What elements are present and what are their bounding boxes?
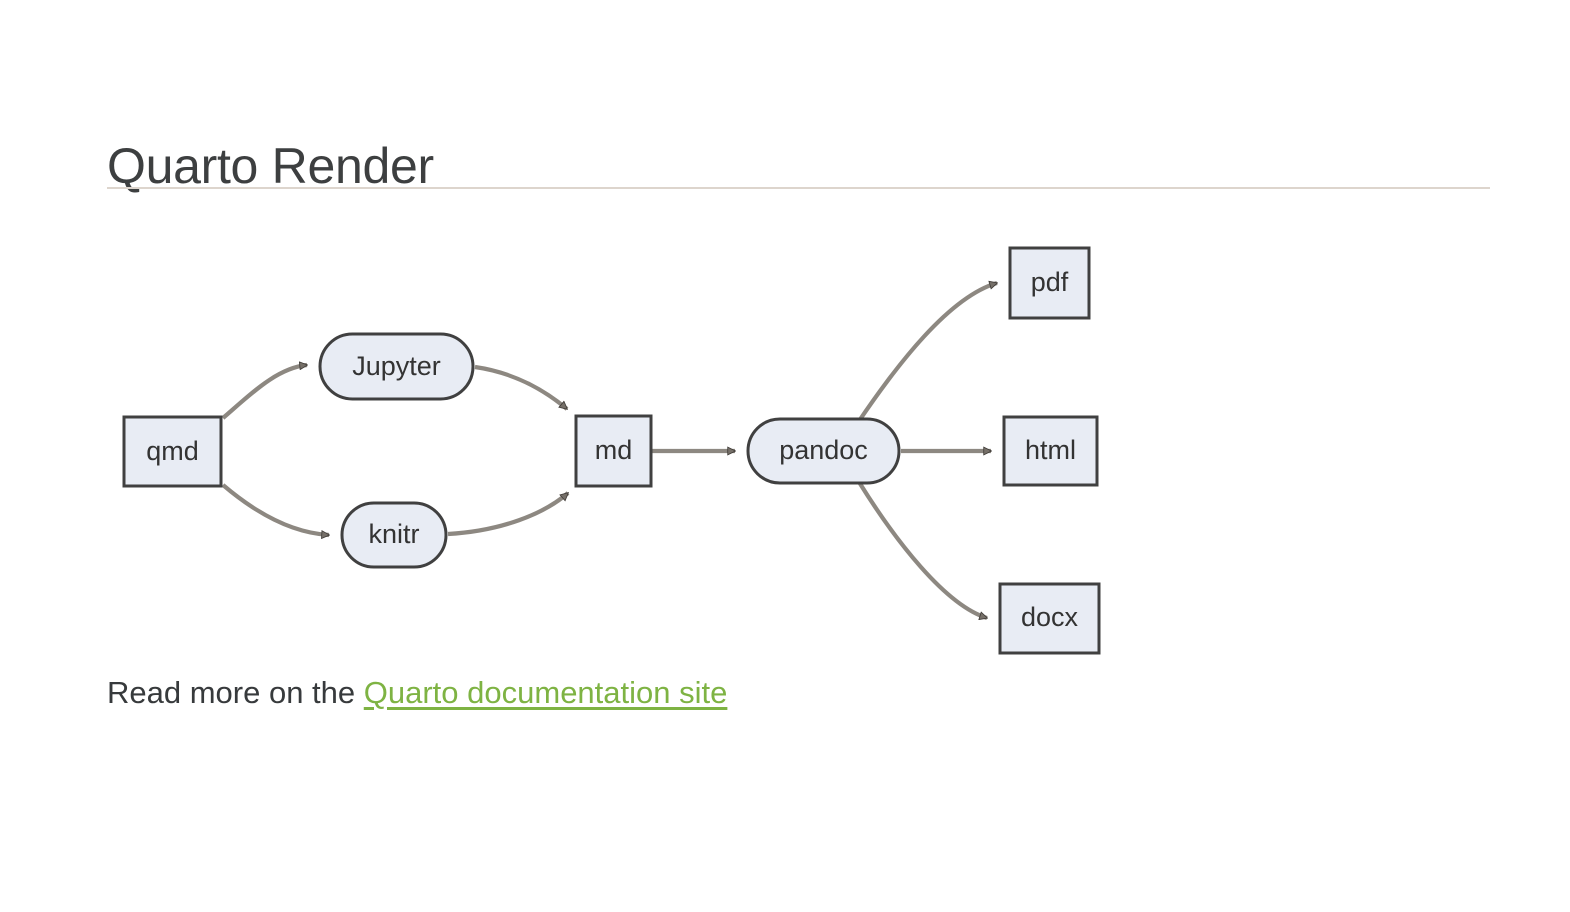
title-divider: [107, 187, 1490, 189]
node-html-label: html: [1025, 435, 1076, 465]
flowchart-nodes: qmd Jupyter knitr md pandoc: [122, 246, 1101, 655]
node-jupyter-shape: [318, 332, 475, 401]
node-docx-label: docx: [1021, 602, 1079, 632]
node-pdf[interactable]: pdf: [1008, 246, 1091, 320]
footer-paragraph: Read more on the Quarto documentation si…: [107, 671, 727, 714]
node-knitr-shape: [340, 501, 448, 569]
node-pandoc-shape: [746, 417, 901, 485]
quarto-render-flowchart: qmd Jupyter knitr md pandoc: [107, 225, 1167, 655]
node-md[interactable]: md: [574, 414, 653, 488]
page-title: Quarto Render: [107, 137, 434, 194]
node-qmd-shape: [122, 415, 223, 488]
node-docx-shape: [998, 582, 1101, 655]
node-html-shape: [1002, 415, 1099, 487]
footer-prefix-text: Read more on the: [107, 675, 364, 710]
node-html[interactable]: html: [1002, 415, 1099, 487]
flowchart-svg: qmd Jupyter knitr md pandoc: [122, 246, 1101, 655]
edge-pandoc-docx: [857, 480, 987, 618]
node-knitr-label: knitr: [368, 519, 419, 549]
edge-qmd-knitr: [221, 483, 329, 535]
edge-qmd-jupyter: [221, 365, 307, 420]
node-qmd-label: qmd: [146, 436, 199, 466]
quarto-documentation-link[interactable]: Quarto documentation site: [363, 675, 728, 710]
edge-pandoc-pdf: [857, 283, 997, 423]
node-md-label: md: [595, 435, 633, 465]
node-pdf-label: pdf: [1031, 267, 1069, 297]
node-pandoc[interactable]: pandoc: [746, 417, 901, 485]
node-md-shape: [574, 414, 653, 488]
node-qmd[interactable]: qmd: [122, 415, 223, 488]
node-pandoc-label: pandoc: [779, 435, 868, 465]
node-pdf-shape: [1008, 246, 1091, 320]
node-jupyter-label: Jupyter: [352, 351, 441, 381]
node-docx[interactable]: docx: [998, 582, 1101, 655]
node-knitr[interactable]: knitr: [340, 501, 448, 569]
node-jupyter[interactable]: Jupyter: [318, 332, 475, 401]
edge-knitr-md: [447, 491, 570, 537]
flowchart-edges: [221, 283, 997, 618]
edge-jupyter-md: [474, 364, 569, 411]
